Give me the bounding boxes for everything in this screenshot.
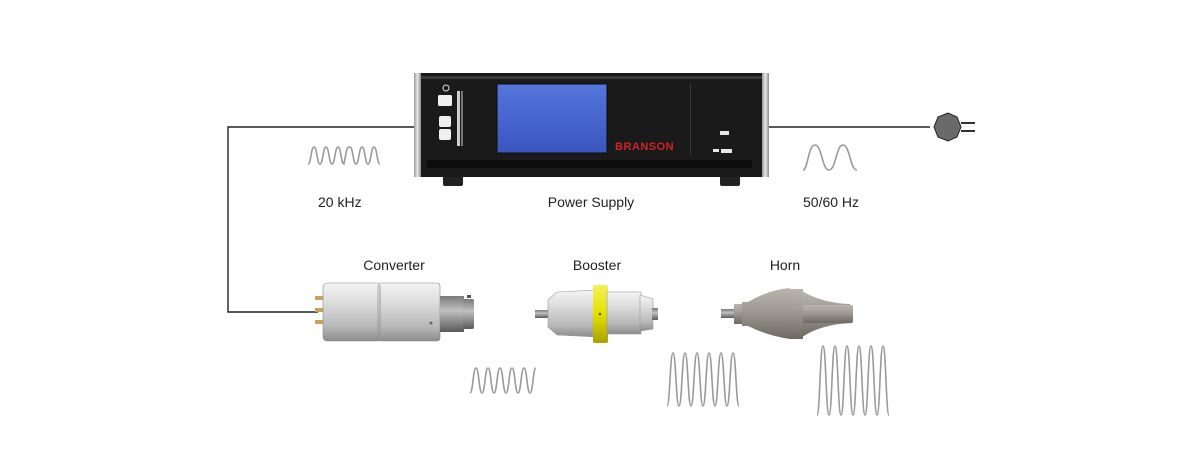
wiring [227, 126, 930, 313]
horn [721, 288, 853, 339]
waveform-mains [802, 144, 858, 171]
display-screen [496, 83, 608, 154]
label-power-supply: Power Supply [548, 194, 634, 210]
front-panel-controls [438, 84, 463, 146]
label-horn: Horn [770, 257, 800, 273]
labels: 20 kHz Power Supply 50/60 Hz Converter B… [318, 194, 859, 273]
power-plug-icon [933, 112, 975, 142]
waveform-converter [469, 367, 537, 394]
booster [535, 285, 658, 343]
label-converter: Converter [363, 257, 425, 273]
label-mains-frequency: 50/60 Hz [803, 194, 859, 210]
waveform-booster [666, 352, 740, 407]
waveforms [307, 144, 890, 416]
converter-cable [227, 126, 416, 313]
brand-logo: BRANSON [615, 141, 674, 153]
waveform-horn [816, 345, 890, 416]
label-booster: Booster [573, 257, 622, 273]
label-20khz: 20 kHz [318, 194, 362, 210]
waveform-20khz [307, 146, 381, 165]
status-indicators [713, 131, 732, 153]
power-supply-unit: BRANSON [414, 73, 769, 186]
converter [315, 282, 474, 342]
